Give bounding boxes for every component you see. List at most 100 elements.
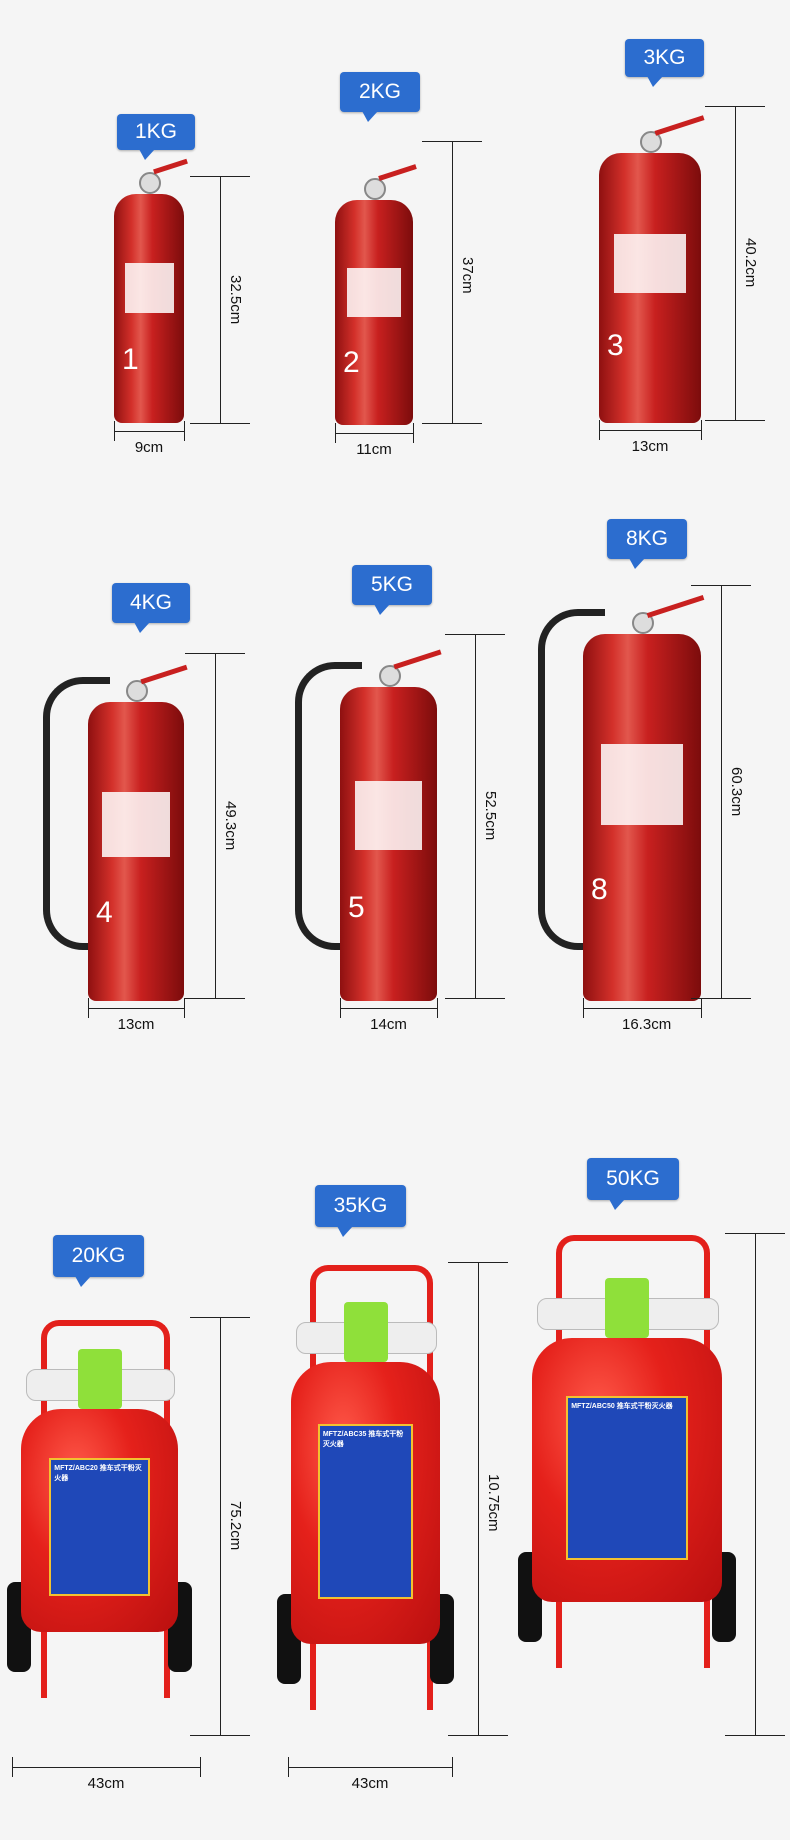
height-label: 10.75cm — [485, 1473, 502, 1532]
spec-plate: MFTZ/ABC50 推车式干粉灭火器 — [566, 1396, 688, 1560]
weight-badge: 5KG — [352, 565, 432, 615]
weight-badge: 35KG — [315, 1185, 406, 1237]
width-line — [335, 433, 413, 434]
width-label: 14cm — [370, 1016, 407, 1033]
height-line — [721, 585, 722, 998]
weight-badge: 4KG — [112, 583, 190, 633]
hose — [43, 677, 110, 950]
pressure-gauge — [378, 665, 401, 687]
handle — [153, 158, 188, 175]
width-tick — [88, 998, 89, 1018]
width-tick — [200, 1757, 201, 1777]
height-line — [478, 1262, 479, 1735]
weight-badge: 20KG — [53, 1235, 144, 1287]
width-line — [599, 430, 701, 431]
pressure-gauge — [139, 172, 161, 194]
height-tick — [185, 998, 245, 999]
width-tick — [184, 998, 185, 1018]
height-tick — [422, 141, 482, 142]
width-tick — [599, 420, 600, 440]
width-label: 13cm — [631, 438, 669, 455]
height-line — [220, 176, 221, 423]
width-label: 43cm — [351, 1775, 389, 1792]
height-tick — [190, 423, 250, 424]
height-tick — [190, 176, 250, 177]
width-line — [114, 431, 184, 432]
height-tick — [691, 998, 751, 999]
height-label: 75.2cm — [227, 1501, 244, 1551]
weight-badge: 8KG — [607, 519, 687, 569]
weight-badge: 3KG — [625, 39, 704, 87]
height-tick — [190, 1317, 250, 1318]
height-tick — [190, 1735, 250, 1736]
width-tick — [413, 423, 414, 443]
pressure-gauge — [364, 178, 386, 200]
height-line — [220, 1317, 221, 1735]
weight-badge: 2KG — [340, 72, 420, 122]
height-label: 40.2cm — [742, 238, 759, 288]
spec-plate: MFTZ/ABC20 推车式干粉灭火器 — [49, 1458, 150, 1597]
width-line — [12, 1767, 200, 1768]
label-sticker — [600, 744, 684, 825]
height-line — [452, 141, 453, 423]
height-tick — [422, 423, 482, 424]
label-sticker — [614, 234, 686, 294]
height-tick — [725, 1233, 785, 1234]
width-tick — [583, 998, 584, 1018]
label-sticker — [346, 267, 402, 317]
valve — [605, 1278, 649, 1338]
hose — [295, 662, 362, 950]
size-number: 1 — [122, 342, 139, 376]
spec-plate: MFTZ/ABC35 推车式干粉灭火器 — [317, 1424, 414, 1599]
height-tick — [691, 585, 751, 586]
handle — [654, 115, 705, 136]
valve — [77, 1349, 122, 1409]
height-tick — [448, 1262, 508, 1263]
width-label: 13cm — [117, 1016, 155, 1033]
size-number: 3 — [607, 328, 624, 362]
hose — [538, 609, 605, 950]
handle — [646, 595, 705, 618]
width-line — [88, 1008, 184, 1009]
size-number: 8 — [591, 872, 608, 906]
size-number: 2 — [343, 346, 360, 380]
height-label: 37cm — [459, 257, 476, 294]
width-tick — [340, 998, 341, 1018]
height-label: 32.5cm — [227, 274, 244, 324]
label-sticker — [124, 262, 174, 314]
height-tick — [445, 998, 505, 999]
width-tick — [701, 998, 702, 1018]
width-label: 9cm — [134, 439, 164, 456]
width-label: 43cm — [87, 1775, 125, 1792]
height-tick — [445, 634, 505, 635]
height-line — [755, 1233, 756, 1735]
width-tick — [184, 421, 185, 441]
height-line — [475, 634, 476, 998]
label-sticker — [102, 791, 170, 858]
width-tick — [437, 998, 438, 1018]
width-tick — [288, 1757, 289, 1777]
size-number: 4 — [96, 896, 113, 930]
height-tick — [185, 653, 245, 654]
handle — [378, 164, 417, 181]
pressure-gauge — [126, 680, 148, 702]
height-line — [735, 106, 736, 420]
height-label: 49.3cm — [222, 800, 239, 850]
width-line — [340, 1008, 437, 1009]
valve — [343, 1302, 388, 1362]
handle — [392, 649, 441, 670]
size-number: 5 — [348, 891, 365, 925]
height-tick — [705, 106, 765, 107]
width-label: 16.3cm — [622, 1016, 672, 1033]
height-tick — [725, 1735, 785, 1736]
width-tick — [114, 421, 115, 441]
handle — [140, 664, 188, 685]
width-tick — [452, 1757, 453, 1777]
weight-badge: 1KG — [117, 114, 195, 160]
height-label: 60.3cm — [728, 766, 745, 816]
height-tick — [448, 1735, 508, 1736]
weight-badge: 50KG — [587, 1158, 679, 1210]
pressure-gauge — [640, 131, 662, 153]
width-line — [288, 1767, 452, 1768]
height-label: 52.5cm — [482, 791, 499, 841]
